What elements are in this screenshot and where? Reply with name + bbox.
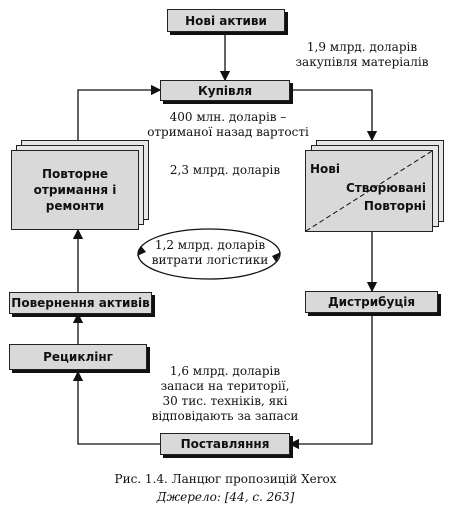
recycling-label: Рециклінг bbox=[43, 350, 113, 364]
refurbish-box: Повторне отримання і ремонти bbox=[11, 150, 139, 230]
refurbish-label-line3: ремонти bbox=[45, 199, 105, 213]
arrow-distribution-to-delivery bbox=[288, 311, 373, 450]
returned-value-note: 400 млн. доларів – отриманої назад варто… bbox=[138, 110, 318, 140]
delivery-box: Поставляння bbox=[160, 433, 290, 455]
logistics-note: 1,2 млрд. доларів витрати логістики bbox=[140, 238, 280, 268]
arrow-refurbish-to-purchase bbox=[77, 84, 162, 140]
products-label-created: Створювані bbox=[346, 181, 426, 195]
stock-line3: 30 тис. техніків, які bbox=[162, 394, 288, 408]
logistics-line1: 1,2 млрд. доларів bbox=[154, 238, 266, 252]
figure-caption: Рис. 1.4. Ланцюг пропозицій Xerox bbox=[114, 472, 337, 486]
returned-value-line2: отриманої назад вартості bbox=[147, 125, 309, 139]
arrow-delivery-to-recycling bbox=[72, 370, 160, 445]
refurbish-label-line2: отримання і bbox=[33, 183, 117, 197]
stock-line4: відповідають за запаси bbox=[151, 409, 299, 423]
new-assets-label: Нові активи bbox=[185, 13, 267, 28]
distribution-box: Дистрибуція bbox=[305, 291, 438, 313]
ellipse-arrowhead-left bbox=[137, 246, 146, 256]
middle-value-line: 2,3 млрд. доларів bbox=[169, 163, 281, 177]
arrow-purchase-to-products bbox=[290, 89, 378, 142]
refurbish-label-line1: Повторне bbox=[41, 167, 109, 181]
stock-line1: 1,6 млрд. доларів bbox=[169, 364, 281, 378]
delivery-label: Поставляння bbox=[180, 437, 270, 451]
products-divider bbox=[306, 151, 432, 231]
figure-source: Джерело: [44, с. 263] bbox=[156, 490, 295, 504]
logistics-line2: витрати логістики bbox=[151, 253, 269, 267]
products-box: Нові Створювані Повторні bbox=[305, 150, 433, 232]
ellipse-arrowhead-right bbox=[272, 252, 281, 262]
stock-line2: запаси на території, bbox=[160, 379, 290, 393]
returned-value-line1: 400 млн. доларів – bbox=[169, 110, 287, 124]
asset-return-label: Повернення активів bbox=[11, 296, 150, 310]
materials-note-line2: закупівля матеріалів bbox=[295, 55, 429, 69]
new-assets-box: Нові активи bbox=[167, 9, 285, 32]
purchase-label: Купівля bbox=[197, 83, 253, 98]
recycling-box: Рециклінг bbox=[9, 344, 147, 370]
asset-return-box: Повернення активів bbox=[9, 292, 152, 314]
products-label-repeat: Повторні bbox=[363, 199, 426, 213]
materials-note: 1,9 млрд. доларів закупівля матеріалів bbox=[282, 40, 442, 70]
purchase-box: Купівля bbox=[160, 80, 290, 101]
middle-value-note: 2,3 млрд. доларів bbox=[150, 163, 300, 178]
products-label-new: Нові bbox=[310, 162, 340, 176]
stock-note: 1,6 млрд. доларів запаси на території, 3… bbox=[140, 364, 310, 424]
materials-note-line1: 1,9 млрд. доларів bbox=[306, 40, 418, 54]
distribution-label: Дистрибуція bbox=[327, 295, 416, 309]
